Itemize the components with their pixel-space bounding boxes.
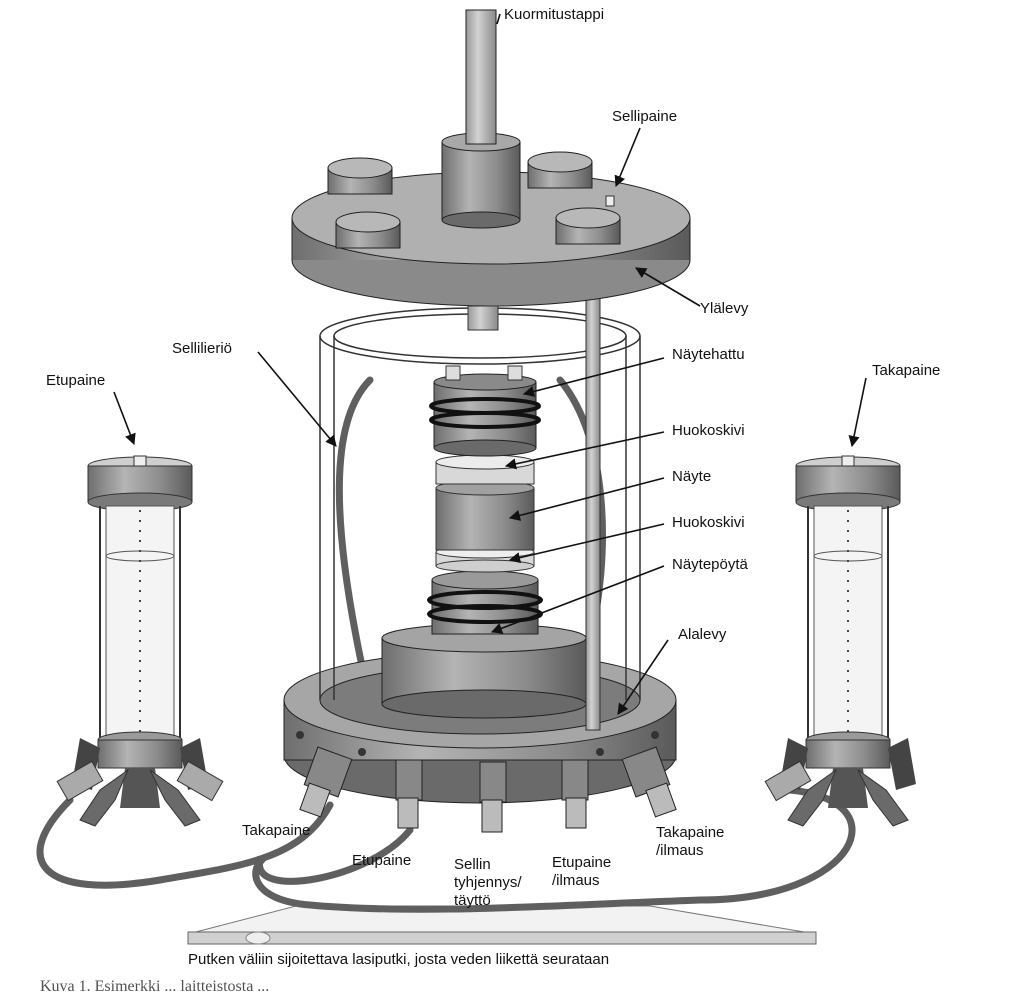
sample-cap (429, 365, 541, 457)
label-port-front-pressure: Etupaine (352, 852, 412, 869)
loading-pin (441, 9, 521, 229)
arrow-back-pressure (848, 377, 867, 448)
label-port-back-vent-1: Takapaine (656, 824, 725, 841)
arrow-porous-bottom (508, 523, 665, 564)
arrow-porous-top (504, 431, 665, 470)
tie-rod (585, 285, 601, 731)
port-front-pressure (395, 759, 423, 829)
arrow-pedestal (490, 565, 665, 634)
glass-tube-caption: Putken väliin sijoitettava lasiputki, jo… (188, 951, 610, 968)
figure-caption-partial: Kuva 1. Esimerkki ... laitteistosta ... (40, 978, 270, 995)
label-port-back-vent-2: /ilmaus (656, 842, 704, 859)
porous-stone-top (435, 454, 535, 485)
arrow-top-plate (635, 267, 701, 307)
label-sample: Näyte (672, 468, 712, 485)
label-loading-pin: Kuormitustappi (504, 6, 605, 23)
label-bottom-plate: Alalevy (678, 626, 727, 643)
label-top-plate: Ylälevy (700, 300, 749, 317)
leader-arrows (113, 13, 867, 715)
pedestal-block (381, 623, 587, 719)
arrow-cell-cylinder (257, 351, 337, 447)
label-porous-stone-top: Huokoskivi (672, 422, 745, 439)
port-back-vent (621, 746, 677, 818)
left-burette (56, 455, 224, 827)
arrow-loading-pin (496, 13, 501, 25)
label-port-front-vent-1: Etupaine (552, 854, 612, 871)
base-ports (299, 746, 677, 833)
top-plate-nuts (327, 151, 621, 249)
port-back-pressure (299, 746, 353, 818)
port-front-vent (561, 759, 589, 829)
label-cell-cylinder: Sellilieriö (172, 340, 233, 357)
label-sample-pedestal: Näytepöytä (672, 556, 748, 573)
sample-pedestal (427, 570, 543, 635)
label-back-pressure-right: Takapaine (872, 362, 941, 379)
label-port-cell-drain-1: Sellin (454, 856, 491, 873)
arrow-front-pressure (113, 391, 136, 446)
arrow-cell-pressure (614, 127, 641, 188)
label-port-front-vent-2: /ilmaus (552, 872, 600, 889)
label-front-pressure-left: Etupaine (46, 372, 106, 389)
label-cell-pressure: Sellipaine (612, 108, 678, 125)
label-port-back-pressure: Takapaine (242, 822, 311, 839)
label-port-cell-drain-2: tyhjennys/ (454, 874, 522, 891)
arrow-sample (508, 477, 665, 521)
label-porous-stone-bottom: Huokoskivi (672, 514, 745, 531)
label-sample-cap: Näytehattu (672, 346, 745, 363)
hoses (36, 376, 856, 913)
glass-tube (187, 905, 817, 945)
right-burette (764, 455, 916, 827)
port-cell-drain (479, 761, 507, 833)
arrow-bottom-plate (617, 639, 669, 715)
arrow-sample-cap (522, 357, 665, 397)
label-port-cell-drain-3: täyttö (454, 892, 491, 909)
